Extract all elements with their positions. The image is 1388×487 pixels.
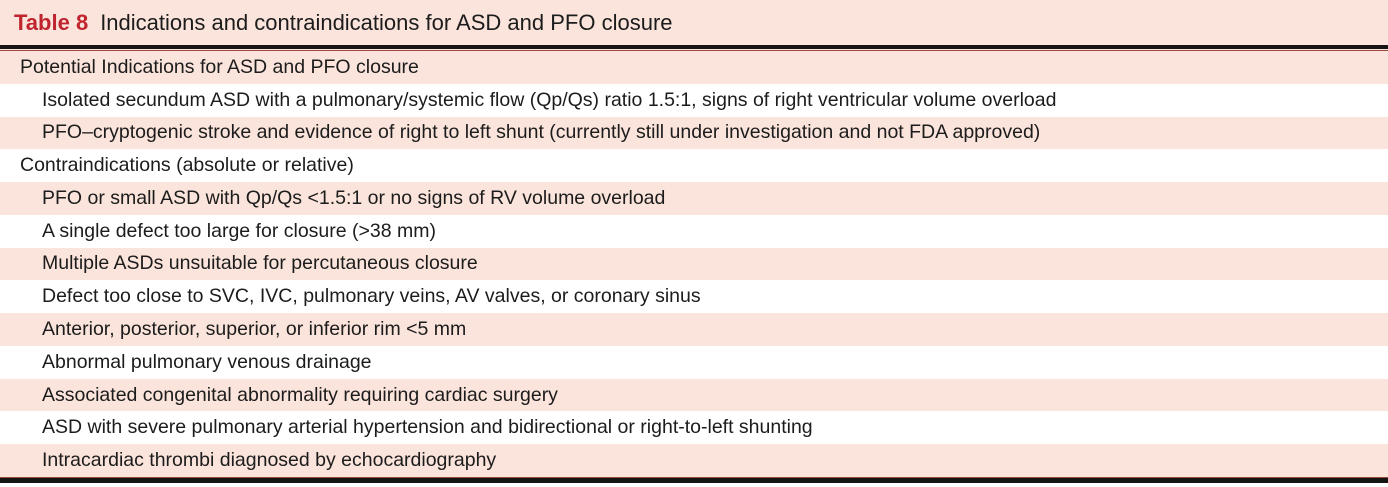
table-caption: Table 8 Indications and contraindication…: [0, 0, 1388, 45]
table-row: Isolated secundum ASD with a pulmonary/s…: [0, 83, 1388, 117]
table-bottom-rule: [0, 477, 1388, 487]
table-row: PFO–cryptogenic stroke and evidence of r…: [0, 116, 1388, 150]
table-row: PFO or small ASD with Qp/Qs <1.5:1 or no…: [0, 182, 1388, 215]
table-row: Multiple ASDs unsuitable for percutaneou…: [0, 247, 1388, 281]
table-title: Indications and contraindications for AS…: [100, 9, 673, 35]
table-row: ASD with severe pulmonary arterial hyper…: [0, 411, 1388, 445]
caption-divider-rule: [0, 45, 1388, 51]
table-row: Associated congenital abnormality requir…: [0, 378, 1388, 412]
table-row: Contraindications (absolute or relative): [0, 149, 1388, 183]
table-number-label: Table 8: [14, 9, 89, 35]
table-row: Intracardiac thrombi diagnosed by echoca…: [0, 444, 1388, 477]
table-row: Abnormal pulmonary venous drainage: [0, 345, 1388, 379]
table-row: A single defect too large for closure (>…: [0, 214, 1388, 248]
table-row: Anterior, posterior, superior, or inferi…: [0, 313, 1388, 346]
table-row: Defect too close to SVC, IVC, pulmonary …: [0, 280, 1388, 314]
table-body: Potential Indications for ASD and PFO cl…: [0, 51, 1388, 477]
table-row: Potential Indications for ASD and PFO cl…: [0, 51, 1388, 84]
